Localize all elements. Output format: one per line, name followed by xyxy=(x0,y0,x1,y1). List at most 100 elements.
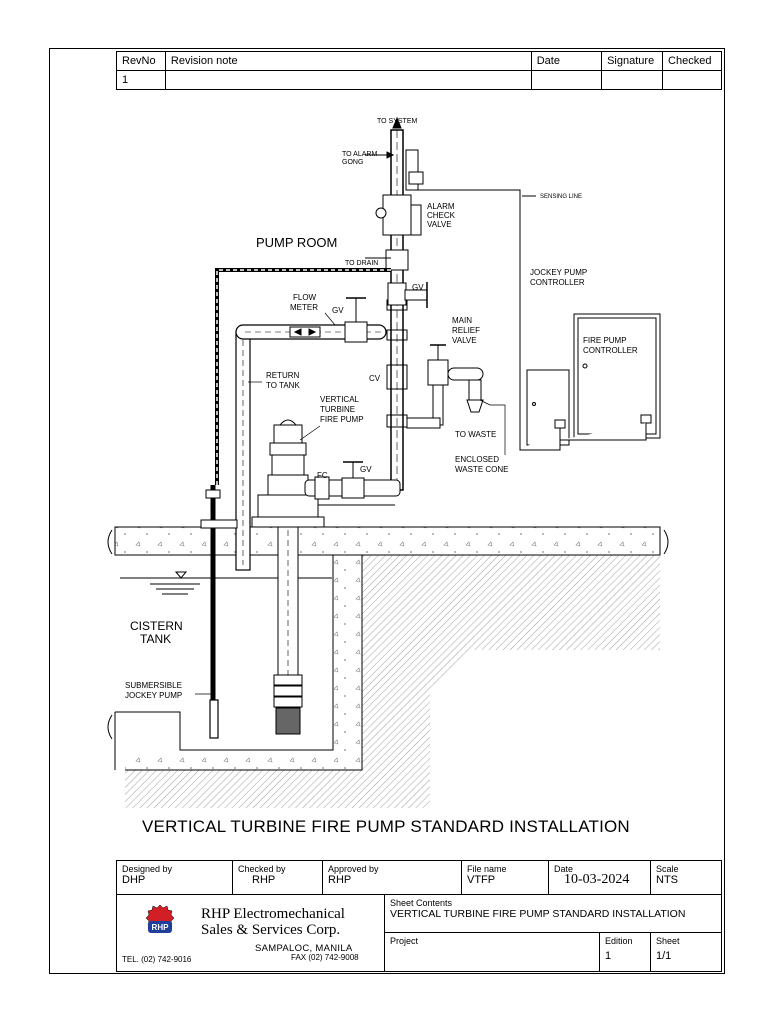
revision-header-row: RevNo Revision note Date Signature Check… xyxy=(116,51,722,71)
label-jockey-ctrl-2: CONTROLLER xyxy=(530,278,585,287)
scale-value: NTS xyxy=(656,874,678,886)
file-name-cell: File name VTFP xyxy=(461,861,549,895)
label-enclosed-1: ENCLOSED xyxy=(455,455,499,464)
label-vtfp-3: FIRE PUMP xyxy=(320,415,364,424)
scale-cell: Scale NTS xyxy=(651,861,721,895)
fire-pump-controller xyxy=(560,313,661,441)
water-level xyxy=(120,571,332,595)
label-cistern-2: TANK xyxy=(140,632,171,646)
label-to-system: TO SYSTEM xyxy=(377,118,417,125)
sheet-value: 1/1 xyxy=(656,950,672,962)
date-value: 10-03-2024 xyxy=(564,872,630,887)
sheet-cell: Sheet 1/1 xyxy=(651,933,721,971)
project-cell: Project xyxy=(385,933,600,971)
label-pump-room: PUMP ROOM xyxy=(256,235,337,250)
label-cv: CV xyxy=(369,374,381,383)
company-address: SAMPALOC, MANILA xyxy=(255,943,353,954)
main-relief-valve xyxy=(406,344,484,429)
jockey-pump-controller xyxy=(520,369,570,451)
edition-label: Edition xyxy=(605,936,633,946)
rev-checked xyxy=(662,70,722,90)
approved-by-value: RHP xyxy=(328,874,352,886)
label-submersible-2: JOCKEY PUMP xyxy=(125,691,182,700)
company-tel: TEL. (02) 742-9016 xyxy=(122,955,192,964)
edition-value: 1 xyxy=(605,950,612,962)
drawing-sheet-border xyxy=(49,48,725,974)
label-vtfp-1: VERTICAL xyxy=(320,395,360,404)
soil-hatching xyxy=(125,555,660,808)
vertical-turbine-fire-pump xyxy=(251,419,401,735)
sheet-label: Sheet xyxy=(656,936,680,946)
date-label: Date xyxy=(554,864,574,874)
label-submersible-1: SUBMERSIBLE xyxy=(125,681,182,690)
label-main-relief-1: MAIN xyxy=(452,316,472,325)
label-return-2: TO TANK xyxy=(266,381,300,390)
label-fc: FC xyxy=(317,471,328,480)
rev-revno: 1 xyxy=(116,70,166,90)
label-to-waste: TO WASTE xyxy=(455,430,496,439)
label-to-alarm-2: GONG xyxy=(342,159,363,166)
diagram-labels: TO SYSTEM TO ALARM GONG ALARM CHECK VALV… xyxy=(125,118,638,700)
scale-label: Scale xyxy=(656,864,679,874)
label-gv-bottom: GV xyxy=(360,465,372,474)
checked-by-label: Checked by xyxy=(238,864,286,874)
return-to-tank-pipe xyxy=(215,268,391,571)
label-cistern-1: CISTERN xyxy=(130,619,183,633)
rev-col-date: Date xyxy=(530,51,603,71)
rev-col-revno: RevNo xyxy=(116,51,166,71)
label-alarm-3: VALVE xyxy=(427,220,452,229)
approved-by-cell: Approved by RHP xyxy=(323,861,461,895)
rev-date xyxy=(530,70,603,90)
revision-table: RevNo Revision note Date Signature Check… xyxy=(116,51,722,90)
label-gv-top: GV xyxy=(412,283,424,292)
concrete-structure xyxy=(107,526,669,771)
checked-by-value: RHP xyxy=(252,874,276,886)
label-alarm-2: CHECK xyxy=(427,211,456,220)
alarm-check-valve xyxy=(365,149,424,271)
logo-text: RHP xyxy=(152,923,170,932)
rev-note xyxy=(164,70,532,90)
approved-by-label: Approved by xyxy=(328,864,379,874)
revision-row: 1 xyxy=(116,70,722,90)
label-flow-meter-2: METER xyxy=(290,303,318,312)
leader-lines xyxy=(195,312,506,695)
installation-diagram: TO SYSTEM TO ALARM GONG ALARM CHECK VALV… xyxy=(107,116,669,808)
checked-by-cell: Checked by RHP xyxy=(233,861,323,895)
gate-valve-top xyxy=(387,282,428,308)
label-sensing-line: SENSING LINE xyxy=(540,194,582,200)
designed-by-value: DHP xyxy=(122,874,146,886)
label-main-relief-3: VALVE xyxy=(452,336,477,345)
label-vtfp-2: TURBINE xyxy=(320,405,355,414)
title-block: Designed by DHP Checked by RHP Approved … xyxy=(116,860,722,972)
label-fire-ctrl-2: CONTROLLER xyxy=(583,346,638,355)
company-name-line2: Sales & Services Corp. xyxy=(201,922,341,938)
company-logo: RHP xyxy=(145,904,175,933)
edition-cell: Edition 1 xyxy=(600,933,651,971)
jockey-pump-pipe xyxy=(200,485,238,739)
file-name-label: File name xyxy=(467,864,507,874)
sheet-contents-cell: Sheet Contents VERTICAL TURBINE FIRE PUM… xyxy=(385,895,721,933)
label-jockey-ctrl-1: JOCKEY PUMP xyxy=(530,268,587,277)
company-fax: FAX (02) 742-9008 xyxy=(291,953,359,962)
rev-signature xyxy=(601,70,664,90)
label-gv-meter: GV xyxy=(332,306,344,315)
label-enclosed-2: WASTE CONE xyxy=(455,465,508,474)
label-main-relief-2: RELIEF xyxy=(452,326,480,335)
rev-col-checked: Checked xyxy=(662,51,722,71)
label-to-drain: TO DRAIN xyxy=(345,260,378,267)
designed-by-label: Designed by xyxy=(122,864,173,874)
label-to-alarm-1: TO ALARM xyxy=(342,151,377,158)
company-name-line1: RHP Electromechanical xyxy=(201,906,345,922)
file-name-value: VTFP xyxy=(467,874,496,886)
sheet-contents-value: VERTICAL TURBINE FIRE PUMP STANDARD INST… xyxy=(390,908,686,920)
company-cell: RHP RHP Electromechanical Sales & Servic… xyxy=(117,895,385,971)
label-return-1: RETURN xyxy=(266,371,300,380)
rev-col-signature: Signature xyxy=(601,51,664,71)
designed-by-cell: Designed by DHP xyxy=(117,861,233,895)
label-flow-meter-1: FLOW xyxy=(293,293,317,302)
sheet-contents-label: Sheet Contents xyxy=(390,898,453,908)
label-alarm-1: ALARM xyxy=(427,202,455,211)
label-fire-ctrl-1: FIRE PUMP xyxy=(583,336,627,345)
project-label: Project xyxy=(390,936,419,946)
rev-col-note: Revision note xyxy=(164,51,532,71)
